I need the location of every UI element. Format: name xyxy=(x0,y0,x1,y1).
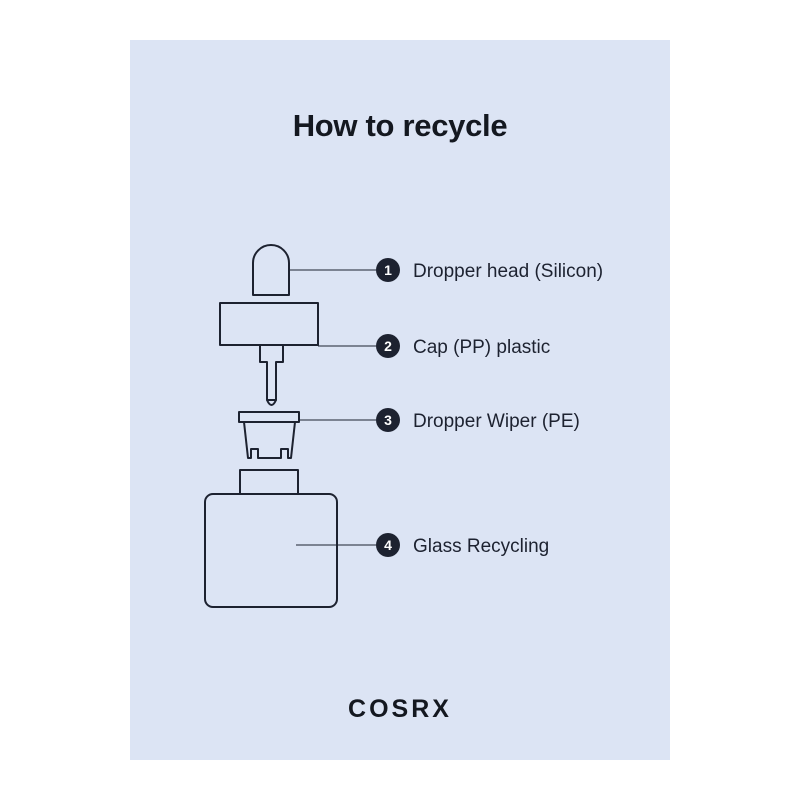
dropper-wiper-illustration xyxy=(238,411,300,459)
bottle-neck-illustration xyxy=(239,469,299,495)
number-badge-label: 1 xyxy=(384,262,392,278)
recycle-diagram: 1 Dropper head (Silicon) 2 Cap (PP) plastic… xyxy=(204,244,603,608)
callout-1: 1 Dropper head (Silicon) xyxy=(289,258,603,282)
page-title: How to recycle xyxy=(292,108,508,143)
callout-3: 3 Dropper Wiper (PE) xyxy=(299,408,580,432)
glass-bottle-illustration xyxy=(204,493,338,608)
card-background xyxy=(130,40,670,760)
brand-logo-text: COSRX xyxy=(348,695,452,723)
part-label: Cap (PP) plastic xyxy=(413,337,550,358)
callout-2: 2 Cap (PP) plastic xyxy=(318,334,550,358)
cap-illustration xyxy=(219,302,319,346)
dropper-tube-illustration xyxy=(259,345,284,406)
number-badge-label: 4 xyxy=(384,537,392,553)
dropper-head-illustration xyxy=(252,244,290,296)
number-badge xyxy=(376,258,400,282)
part-label: Dropper head (Silicon) xyxy=(413,261,603,282)
callout-4: 4 Glass Recycling xyxy=(296,533,549,557)
number-badge-label: 3 xyxy=(384,412,392,428)
callouts: 1 Dropper head (Silicon) 2 Cap (PP) plastic… xyxy=(289,258,603,557)
part-label: Dropper Wiper (PE) xyxy=(413,411,580,432)
part-label: Glass Recycling xyxy=(413,536,549,557)
number-badge-label: 2 xyxy=(384,338,392,354)
number-badge xyxy=(376,334,400,358)
number-badge xyxy=(376,408,400,432)
number-badge xyxy=(376,533,400,557)
